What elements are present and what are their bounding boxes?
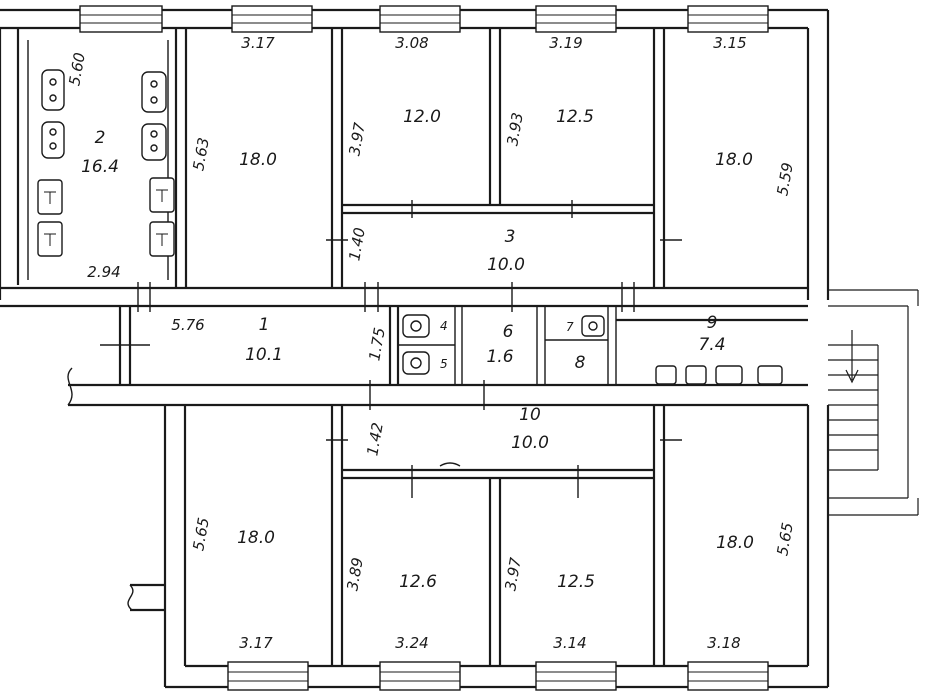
sink-icon: [757, 365, 783, 385]
sink-icon: [655, 365, 677, 385]
room-number: 6: [503, 322, 514, 342]
room-number: 7: [566, 320, 574, 334]
room-area: 7.4: [698, 335, 725, 355]
dimension-label: 3.93: [503, 111, 527, 147]
wc-fixtures: [37, 69, 175, 257]
dimension-label: 3.19: [549, 34, 582, 52]
room-area: 16.4: [81, 157, 119, 177]
window-top-1: [79, 5, 163, 33]
room-number: 3: [505, 227, 516, 247]
dimension-label: 3.97: [345, 121, 369, 157]
dimension-label: 5.65: [773, 521, 797, 557]
corridor-walls: [0, 286, 808, 407]
room-number: 4: [440, 319, 448, 333]
wc-fixture-icon: [41, 121, 65, 159]
room-area: 18.0: [237, 528, 275, 548]
dimension-label: 3.17: [239, 634, 273, 652]
wc-fixture-icon: [141, 123, 167, 161]
room-area: 10.1: [245, 345, 283, 365]
window-bottom-3: [535, 661, 617, 691]
room-number: 9: [707, 313, 718, 333]
dimension-label: 3.24: [395, 634, 428, 652]
dimension-label: 1.75: [365, 326, 389, 362]
dimension-label: 3.14: [553, 634, 586, 652]
window-bottom-1: [227, 661, 309, 691]
service-fixtures: [402, 314, 783, 385]
room-area: 10.0: [487, 255, 525, 275]
dimension-label: 2.94: [87, 263, 120, 281]
sink-icon: [685, 365, 707, 385]
dimension-label: 3.97: [501, 556, 525, 592]
dimension-label: 5.59: [773, 161, 797, 197]
room-number: 1: [259, 315, 270, 335]
window-top-2: [231, 5, 313, 33]
dimension-label: 3.17: [241, 34, 275, 52]
room-area: 12.5: [556, 107, 594, 127]
windows: [79, 5, 769, 691]
room-area: 10.0: [511, 433, 549, 453]
window-top-4: [535, 5, 617, 33]
south-partitions: [330, 405, 666, 666]
wc-fixture-icon: [141, 71, 167, 113]
room-area: 18.0: [716, 533, 754, 553]
room-number: 5: [440, 357, 448, 371]
room-number: 2: [95, 128, 106, 148]
north-partitions: [27, 28, 666, 288]
dimension-label: 3.18: [707, 634, 740, 652]
window-top-3: [379, 5, 461, 33]
room-area: 12.6: [399, 572, 437, 592]
room-labels: 2 16.4 18.0 12.0 12.5 18.0 3 10.0 1 10.1…: [81, 107, 754, 592]
dimension-labels: 3.17 3.08 3.19 3.15 3.17 3.24 3.14 3.18 …: [65, 34, 797, 652]
room-area: 18.0: [715, 150, 753, 170]
dimension-label: 5.60: [65, 51, 89, 87]
room-area: 8: [575, 353, 586, 373]
room-area: 12.5: [557, 572, 595, 592]
dimension-label: 1.40: [345, 226, 369, 262]
dimension-label: 5.65: [189, 516, 213, 552]
dimension-label: 5.63: [189, 136, 213, 172]
door-marks: [100, 200, 682, 498]
dimension-label: 3.89: [343, 556, 367, 592]
wc-fixture-icon: [41, 69, 65, 111]
dimension-label: 3.15: [713, 34, 746, 52]
room-area: 18.0: [239, 150, 277, 170]
dimension-label: 1.42: [363, 421, 387, 457]
exterior-stair: [828, 289, 919, 516]
sink-icon: [715, 365, 743, 385]
dimension-label: 3.08: [395, 34, 428, 52]
room-number: 10: [519, 405, 541, 425]
window-bottom-4: [687, 661, 769, 691]
dimension-label: 5.76: [171, 316, 204, 334]
room-area: 1.6: [486, 347, 513, 367]
window-top-5: [687, 5, 769, 33]
window-bottom-2: [379, 661, 461, 691]
room-area: 12.0: [403, 107, 441, 127]
